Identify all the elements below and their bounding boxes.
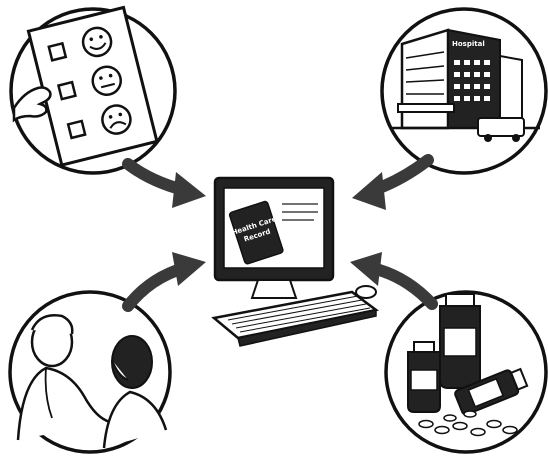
medication-bottles-icon [384, 290, 548, 454]
hospital-building-icon: Hospital [380, 7, 548, 175]
arrow-top-left [122, 158, 206, 208]
patient-survey-icon [9, 5, 177, 175]
arrow-bottom-right [350, 252, 438, 310]
computer-workstation-icon: Health Care Record [211, 176, 379, 347]
hospital-sign: Hospital [452, 40, 485, 48]
arrow-bottom-left [122, 252, 206, 312]
arrow-top-right [352, 154, 434, 210]
doctor-examining-patient-icon [8, 290, 172, 454]
